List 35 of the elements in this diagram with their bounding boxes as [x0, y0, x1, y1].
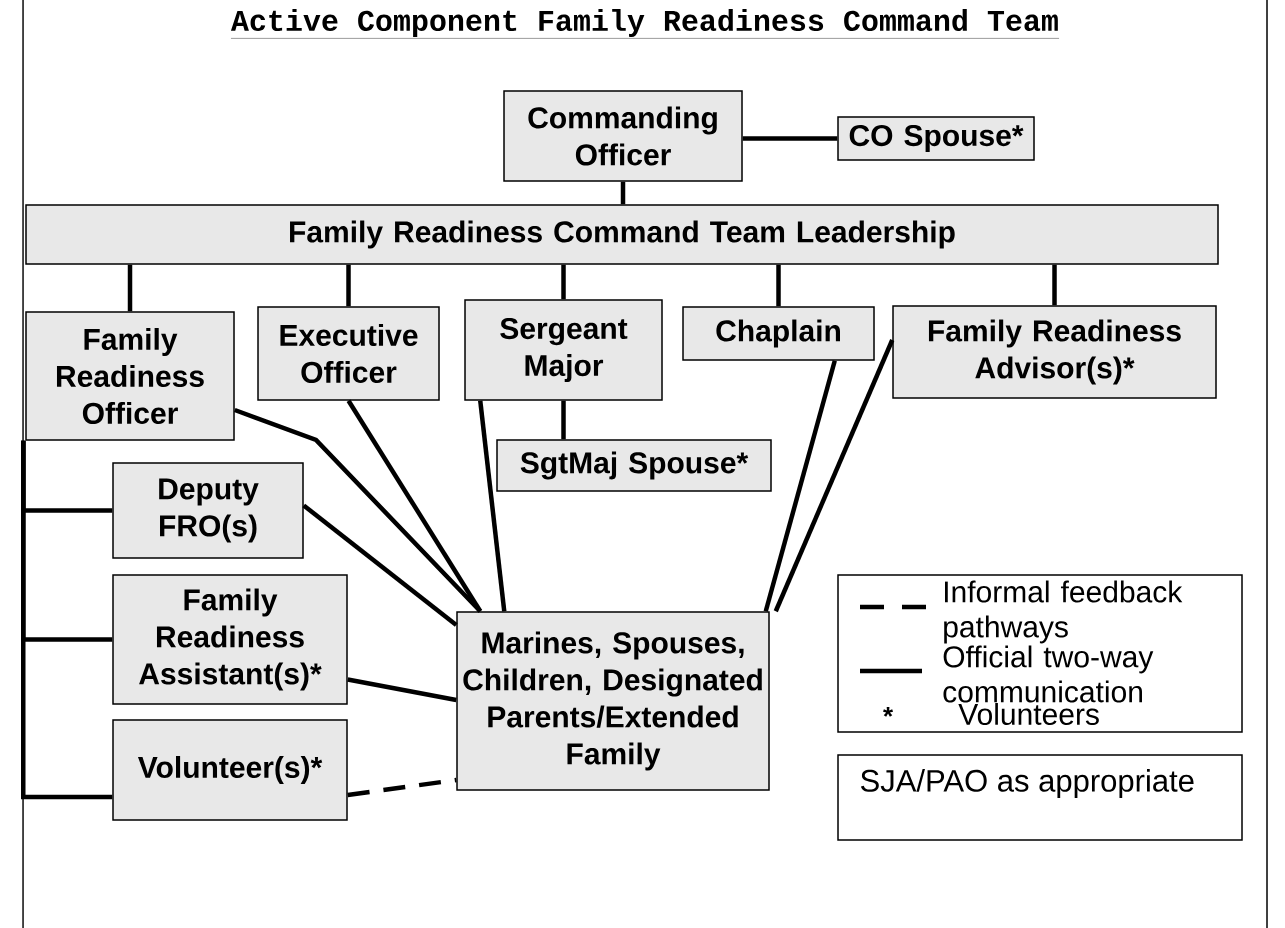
- connector: [763, 360, 837, 612]
- org-box: Family Readiness Assistant(s)*: [112, 574, 348, 705]
- connector: [302, 503, 458, 627]
- connector: [478, 400, 507, 612]
- org-box: Chaplain: [682, 306, 875, 361]
- asterisk-symbol: *: [883, 707, 894, 717]
- connector: [1052, 264, 1057, 306]
- org-box: Sergeant Major: [464, 299, 663, 401]
- connector: [620, 181, 626, 205]
- connector: [346, 264, 351, 307]
- title: Active Component Family Readiness Command Team: [230, 9, 1060, 39]
- connector: [127, 264, 133, 312]
- org-box: Executive Officer: [257, 306, 440, 401]
- connector: [742, 136, 838, 141]
- connector: [561, 400, 566, 440]
- legend-text: Informal feedback pathways: [944, 580, 1183, 644]
- connector: [347, 677, 457, 703]
- connector: [21, 440, 113, 800]
- connector: [776, 264, 781, 307]
- connector: [561, 264, 566, 300]
- org-box: Family Readiness Officer: [25, 311, 235, 441]
- org-box: CO Spouse*: [837, 116, 1035, 161]
- org-box: Volunteer(s)*: [112, 719, 348, 821]
- connector: [347, 777, 457, 798]
- org-box: Commanding Officer: [503, 90, 743, 182]
- org-box: SgtMaj Spouse*: [496, 439, 772, 492]
- legend-text: Volunteers: [958, 703, 1099, 725]
- org-box: Family Readiness Command Team Leadership: [25, 204, 1219, 265]
- org-box: Marines, Spouses, Children, Designated Parents/Extended Family: [456, 611, 770, 791]
- org-box: Family Readiness Advisor(s)*: [892, 305, 1217, 399]
- connector: [346, 399, 483, 613]
- legend-text: Official two-way communication: [943, 645, 1154, 703]
- note-box: SJA/PAO as appropriate: [837, 754, 1243, 841]
- org-box: Deputy FRO(s): [112, 462, 304, 559]
- connector: [233, 407, 482, 613]
